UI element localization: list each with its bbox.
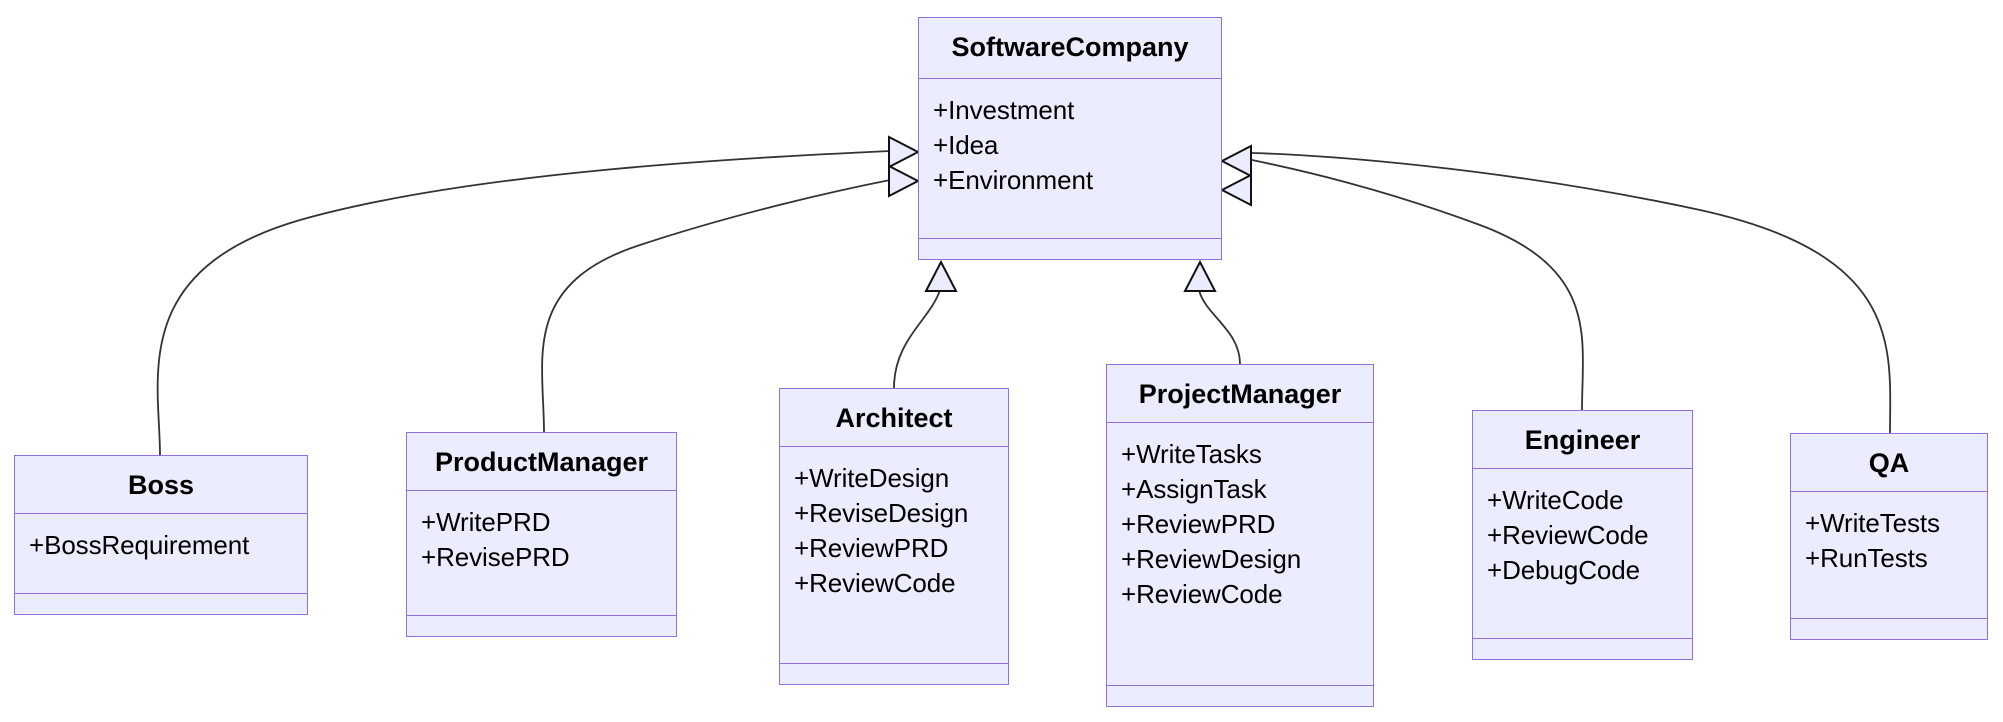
methods-compartment-productmanager (407, 616, 676, 636)
class-attribute: +WriteTests (1805, 508, 1940, 538)
uml-class-architect[interactable]: Architect +WriteDesign +ReviseDesign +Revie… (779, 388, 1009, 685)
class-attribute: +WriteCode (1487, 485, 1624, 515)
class-attribute: +WritePRD (421, 507, 551, 537)
class-attribute: +ReviseDesign (794, 498, 969, 529)
attributes-compartment-projectmanager: +WriteTasks +AssignTask +ReviewPRD +ReviewD… (1107, 423, 1373, 686)
methods-compartment-boss (15, 594, 307, 614)
class-attribute: +ReviewPRD (794, 533, 949, 564)
class-attribute: +WriteTasks (1121, 439, 1262, 469)
class-attribute: +AssignTask (1121, 474, 1267, 505)
attributes-compartment-engineer: +WriteCode +ReviewCode +DebugCode (1473, 469, 1692, 639)
methods-compartment-architect (780, 664, 1008, 684)
generalization-line (893, 289, 941, 389)
class-attribute: +ReviewCode (794, 568, 956, 599)
class-name-softwarecompany: SoftwareCompany (919, 18, 1221, 79)
class-name-projectmanager: ProjectManager (1107, 365, 1373, 423)
class-attribute: +Investment (933, 95, 1075, 125)
class-name-qa: QA (1791, 434, 1987, 492)
uml-class-boss[interactable]: Boss +BossRequirement (14, 455, 308, 615)
class-attribute: +ReviewCode (1487, 520, 1649, 551)
generalization-line (1198, 289, 1241, 365)
methods-compartment-projectmanager (1107, 686, 1373, 706)
uml-class-productmanager[interactable]: ProductManager +WritePRD +RevisePRD (406, 432, 677, 637)
generalization-arrowhead (1219, 173, 1252, 207)
class-attribute: +DebugCode (1487, 555, 1640, 586)
class-name-productmanager: ProductManager (407, 433, 676, 491)
generalization-arrowhead (1183, 259, 1217, 292)
attributes-compartment-qa: +WriteTests +RunTests (1791, 492, 1987, 619)
class-name-engineer: Engineer (1473, 411, 1692, 469)
methods-compartment-softwarecompany (919, 239, 1221, 259)
uml-class-engineer[interactable]: Engineer +WriteCode +ReviewCode +DebugCode (1472, 410, 1693, 660)
generalization-arrowhead (1219, 144, 1252, 178)
edge-architect (893, 259, 958, 389)
class-attribute: +ReviewDesign (1121, 544, 1302, 575)
uml-class-qa[interactable]: QA +WriteTests +RunTests (1790, 433, 1988, 640)
class-attribute: +RunTests (1805, 543, 1928, 574)
class-attribute: +BossRequirement (29, 530, 250, 560)
attributes-compartment-productmanager: +WritePRD +RevisePRD (407, 491, 676, 616)
class-attribute: +ReviewPRD (1121, 509, 1276, 540)
attributes-compartment-architect: +WriteDesign +ReviseDesign +ReviewPRD +Revi… (780, 447, 1008, 664)
methods-compartment-engineer (1473, 639, 1692, 659)
class-name-architect: Architect (780, 389, 1008, 447)
class-attribute: +Environment (933, 165, 1093, 196)
uml-class-projectmanager[interactable]: ProjectManager +WriteTasks +AssignTask +Rev… (1106, 364, 1374, 707)
edge-projectmanager (1183, 259, 1241, 365)
generalization-arrowhead (888, 164, 921, 198)
generalization-arrowhead (924, 259, 958, 292)
class-attribute: +WriteDesign (794, 463, 950, 493)
attributes-compartment-boss: +BossRequirement (15, 514, 307, 594)
methods-compartment-qa (1791, 619, 1987, 639)
class-name-boss: Boss (15, 456, 307, 514)
class-attribute: +ReviewCode (1121, 579, 1283, 610)
generalization-arrowhead (888, 135, 921, 169)
class-attribute: +Idea (933, 130, 999, 161)
class-attribute: +RevisePRD (421, 542, 570, 573)
uml-class-softwarecompany[interactable]: SoftwareCompany +Investment +Idea +Environm… (918, 17, 1222, 260)
attributes-compartment-softwarecompany: +Investment +Idea +Environment (919, 79, 1221, 239)
